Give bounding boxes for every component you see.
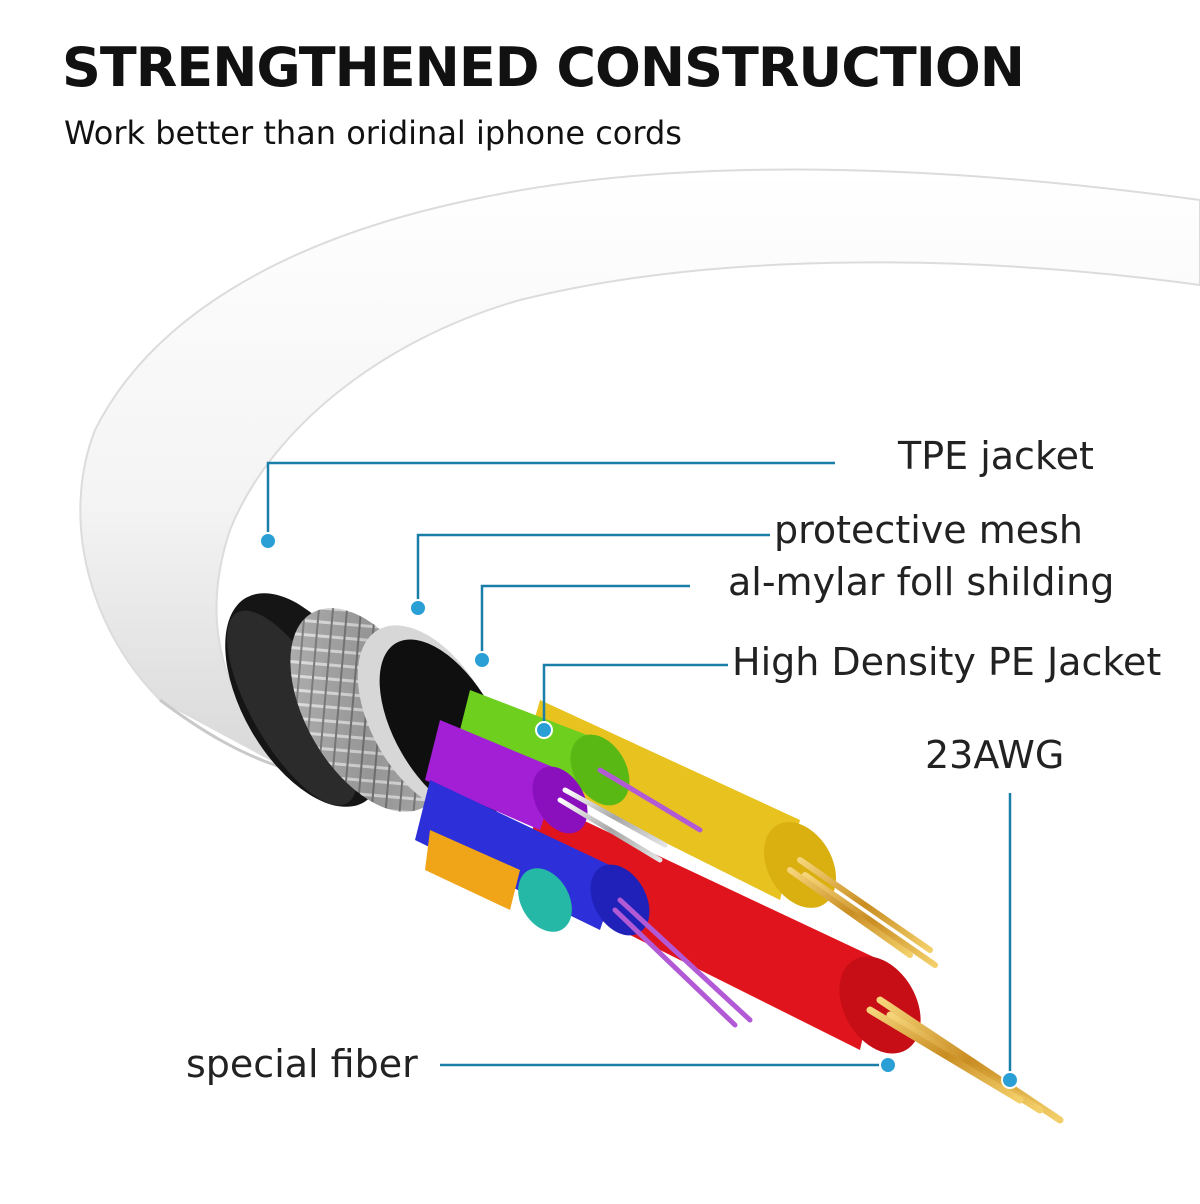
wire-purple xyxy=(425,720,560,830)
dot-pe xyxy=(535,721,553,739)
leader-lines xyxy=(266,461,1012,1080)
callout-protective-mesh: protective mesh xyxy=(774,508,1084,552)
page-title: STRENGTHENED CONSTRUCTION xyxy=(62,36,1025,99)
copper-strands-yellow xyxy=(787,857,938,968)
callout-mylar-shielding: al-mylar foll shilding xyxy=(728,560,1115,604)
dot-mylar xyxy=(473,651,491,669)
wire-orange xyxy=(425,830,520,910)
dot-tpe xyxy=(259,532,277,550)
callout-pe-jacket: High Density PE Jacket xyxy=(732,640,1162,684)
page-subtitle: Work better than oridinal iphone cords xyxy=(64,114,682,152)
dot-awg xyxy=(1001,1071,1019,1089)
callout-tpe-jacket: TPE jacket xyxy=(898,434,1094,478)
leader-pe xyxy=(542,663,728,730)
dot-fiber xyxy=(879,1056,897,1074)
leader-mesh xyxy=(416,533,770,608)
leader-dots xyxy=(259,532,1019,1089)
callout-gauge: 23AWG xyxy=(925,733,1065,777)
wire-red xyxy=(520,800,880,1050)
colored-wires xyxy=(415,690,921,1054)
wire-blue xyxy=(415,780,620,930)
conductor-strands xyxy=(557,767,1064,1124)
purple-strands xyxy=(597,767,753,1028)
leader-mylar xyxy=(480,584,690,660)
dot-mesh xyxy=(409,599,427,617)
wire-teal-end xyxy=(518,868,572,932)
cable-jacket xyxy=(79,168,1200,772)
copper-strands-red xyxy=(866,996,1064,1124)
callout-special-fiber: special fiber xyxy=(186,1042,418,1086)
leader-tpe xyxy=(266,461,835,540)
silver-strands xyxy=(557,787,668,863)
